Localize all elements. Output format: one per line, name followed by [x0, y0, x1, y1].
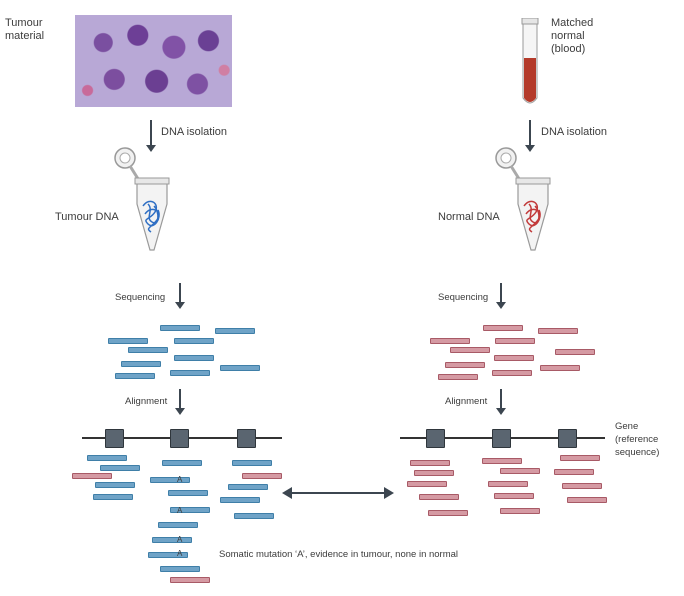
mutation-base-marker: A: [177, 506, 183, 515]
read: [232, 460, 272, 466]
read: [482, 458, 522, 464]
read: [220, 497, 260, 503]
read: [500, 468, 540, 474]
read: [170, 370, 210, 376]
dna-isolation-label-left: DNA isolation: [161, 126, 228, 138]
alignment-arrow-right: [496, 389, 506, 415]
read: [215, 328, 255, 334]
read: [242, 473, 282, 479]
read: [93, 494, 133, 500]
tumour-histology-image: [75, 15, 232, 107]
mutation-base-marker: A: [177, 549, 183, 558]
exon-block-icon: [170, 429, 189, 448]
dna-coil-icon: [142, 200, 160, 233]
read: [87, 455, 127, 461]
read: [555, 349, 595, 355]
read: [95, 482, 135, 488]
read: [554, 469, 594, 475]
read: [168, 490, 208, 496]
read: [162, 460, 202, 466]
read: [492, 370, 532, 376]
read: [148, 552, 188, 558]
read: [174, 338, 214, 344]
alignment-label-left: Alignment: [125, 396, 168, 407]
exon-block-icon: [492, 429, 511, 448]
eppendorf-tube-icon: [495, 147, 551, 251]
eppendorf-tube-icon: [114, 147, 170, 251]
tumour-material-label: Tumour material: [5, 17, 45, 42]
read: [228, 484, 268, 490]
read: [410, 460, 450, 466]
read: [450, 347, 490, 353]
exon-block-icon: [426, 429, 445, 448]
comparison-double-arrow: [282, 487, 394, 499]
read: [115, 373, 155, 379]
mutation-base-marker: A: [177, 475, 183, 484]
read: [438, 374, 478, 380]
read: [430, 338, 470, 344]
alignment-label-right: Alignment: [445, 396, 488, 407]
sequencing-arrow-left: [175, 283, 185, 309]
read: [414, 470, 454, 476]
read: [170, 577, 210, 583]
read: [121, 361, 161, 367]
read: [567, 497, 607, 503]
read: [128, 347, 168, 353]
read: [560, 455, 600, 461]
read: [540, 365, 580, 371]
normal-dna-label: Normal DNA: [438, 211, 500, 223]
alignment-arrow-left: [175, 389, 185, 415]
dna-coil-icon: [523, 200, 541, 233]
blood-tube-icon: [521, 18, 539, 104]
read: [562, 483, 602, 489]
read: [160, 566, 200, 572]
read: [500, 508, 540, 514]
read: [72, 473, 112, 479]
dna-isolation-arrow-left: [146, 120, 156, 152]
sequencing-label-right: Sequencing: [438, 292, 489, 303]
somatic-mutation-caption: Somatic mutation ‘A’, evidence in tumour…: [219, 549, 459, 560]
read: [108, 338, 148, 344]
read: [494, 355, 534, 361]
tumour-dna-label: Tumour DNA: [55, 211, 119, 223]
exon-block-icon: [237, 429, 256, 448]
read: [170, 507, 210, 513]
read: [419, 494, 459, 500]
mutation-base-marker: A: [177, 535, 183, 544]
read: [488, 481, 528, 487]
read: [234, 513, 274, 519]
read: [483, 325, 523, 331]
read: [150, 477, 190, 483]
read: [152, 537, 192, 543]
read: [538, 328, 578, 334]
read: [174, 355, 214, 361]
exon-block-icon: [105, 429, 124, 448]
read: [100, 465, 140, 471]
dna-isolation-label-right: DNA isolation: [541, 126, 608, 138]
dna-isolation-arrow-right: [525, 120, 535, 152]
read: [495, 338, 535, 344]
read: [160, 325, 200, 331]
gene-reference-label: Gene (reference sequence): [615, 421, 660, 458]
read: [494, 493, 534, 499]
read: [445, 362, 485, 368]
exon-block-icon: [558, 429, 577, 448]
sequencing-label-left: Sequencing: [115, 292, 166, 303]
sequencing-arrow-right: [496, 283, 506, 309]
read: [407, 481, 447, 487]
read: [220, 365, 260, 371]
matched-normal-label: Matched normal (blood): [551, 17, 594, 55]
read: [158, 522, 198, 528]
read: [428, 510, 468, 516]
